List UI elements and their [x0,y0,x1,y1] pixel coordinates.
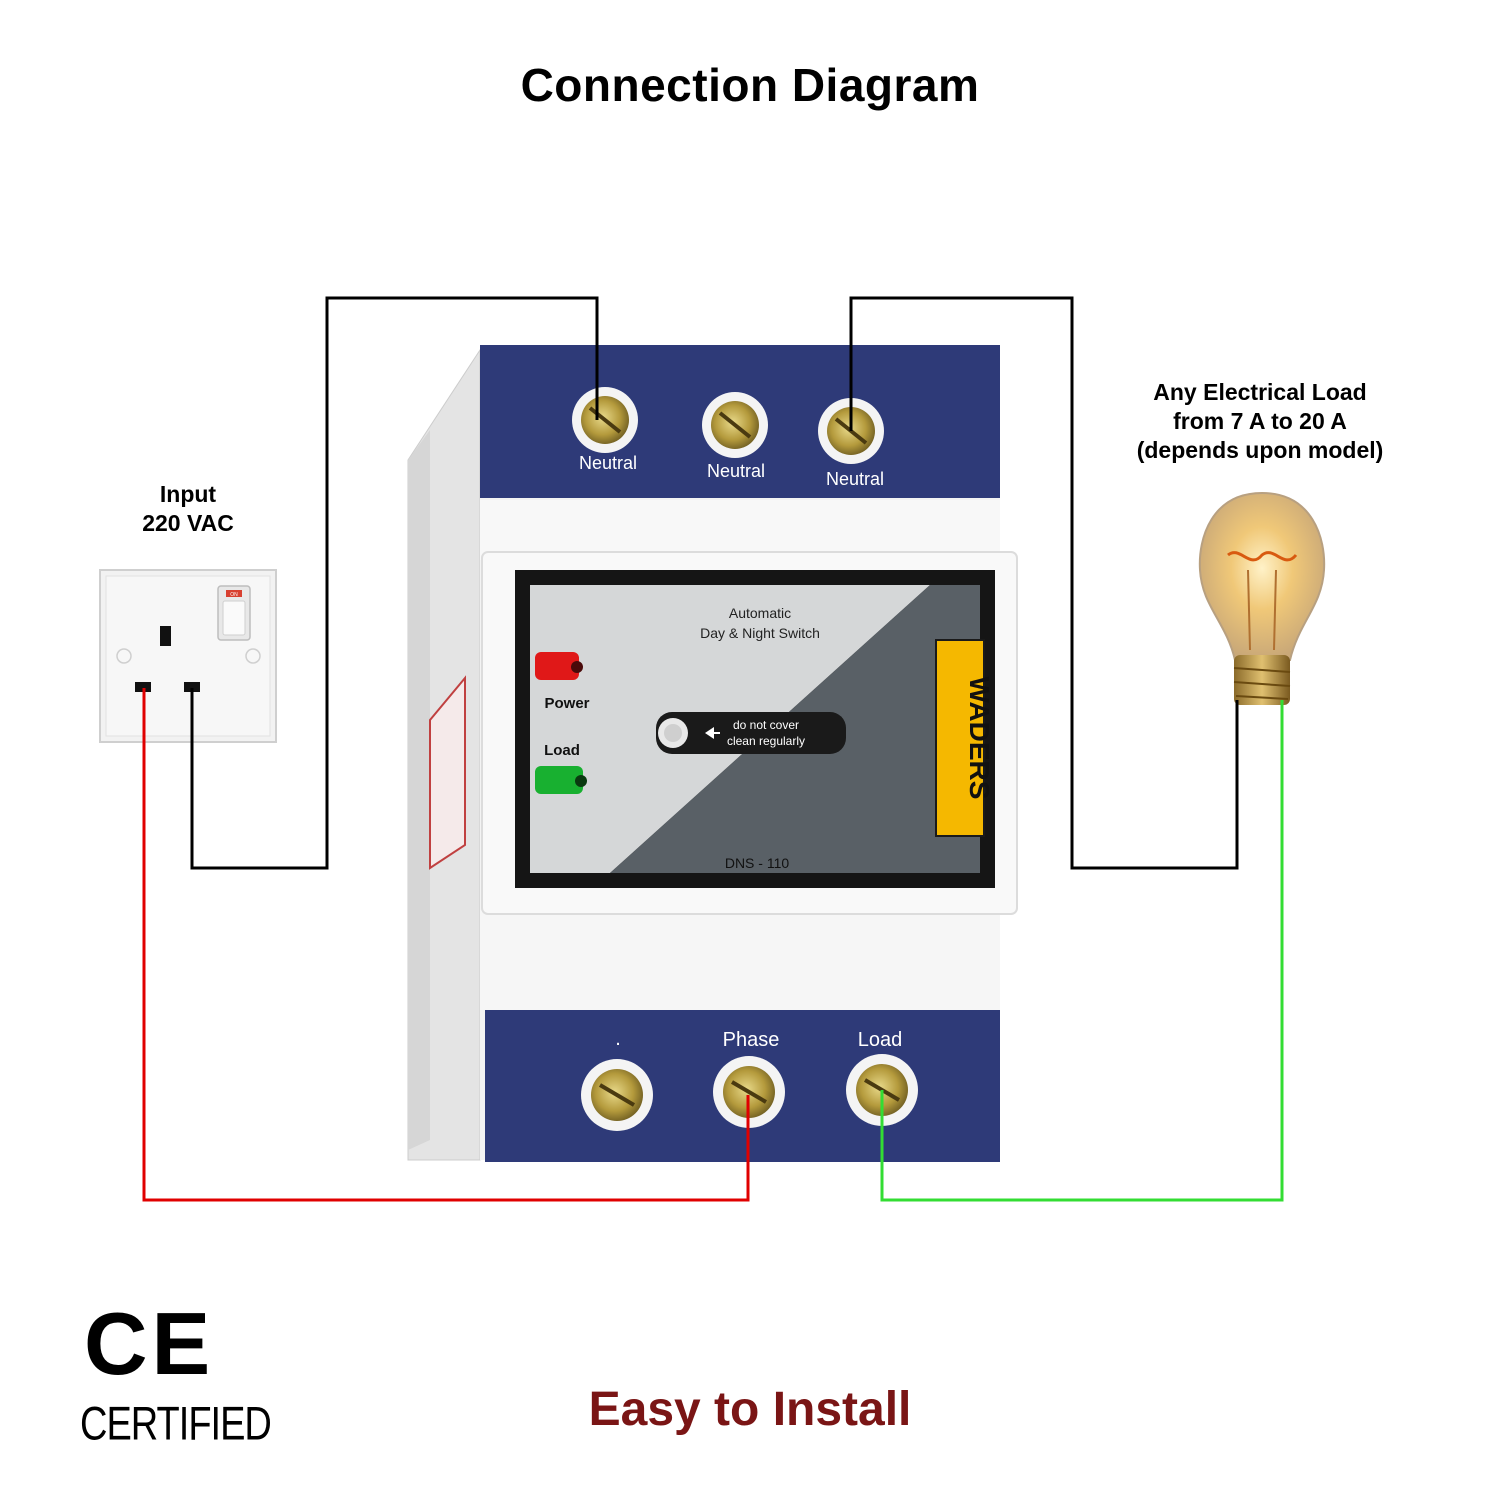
load-led [535,766,587,794]
footer-tagline: Easy to Install [588,1383,912,1436]
input-label-line2: 220 VAC [142,510,234,536]
wall-socket: ON [99,569,277,743]
bulb-base [1234,655,1290,705]
power-led-label: Power [544,695,589,712]
bottom-terminal-phase-label: Phase [723,1029,780,1051]
bottom-terminal-phase [713,1056,785,1128]
side-warning-sticker [429,675,466,870]
sensor-note-line2: clean regularly [727,734,805,748]
light-sensor [656,712,846,754]
load-label-line1: Any Electrical Load [1153,379,1367,405]
top-terminal-3-label: Neutral [826,469,884,489]
bottom-terminal-load-label: Load [858,1029,903,1051]
load-label-line3: (depends upon model) [1136,437,1384,463]
diagram-title: Connection Diagram [520,59,980,111]
certified-text: CERTIFIED [80,1398,272,1451]
socket-switch-label: ON [230,592,238,598]
top-terminal-2 [702,392,768,458]
neutral-wire-input [190,296,599,870]
top-terminal-1 [572,387,638,453]
brand-badge: WADERS [935,639,995,837]
socket-live-pin-hole [135,682,151,692]
light-bulb-icon [1198,491,1326,705]
phase-wire [142,688,750,1202]
socket-earth-pin-hole [160,626,171,646]
arrow-left-icon [705,727,714,739]
model-number: DNS - 110 [725,855,790,871]
sensor-note-line1: do not cover [733,718,799,732]
panel-title-line1: Automatic [729,605,791,621]
load-led-label: Load [544,742,580,759]
panel-title-line2: Day & Night Switch [700,625,820,641]
top-terminal-2-label: Neutral [707,461,765,481]
input-label-line1: Input [159,481,217,507]
top-terminal-1-label: Neutral [579,453,637,473]
load-label-line2: from 7 A to 20 A [1173,408,1347,434]
brand-name: WADERS [964,677,995,800]
socket-neutral-pin-hole [184,682,200,692]
power-led [535,652,583,680]
load-wire [880,700,1284,1202]
day-night-switch-device: Neutral Neutral Neutral . Phase Load Aut… [407,345,1018,1162]
ce-mark: CE [84,1294,215,1393]
bottom-terminal-1-label: . [615,1028,621,1050]
load-label: Any Electrical Load from 7 A to 20 A (de… [1090,378,1430,465]
neutral-wire-load [849,296,1239,870]
input-label: Input 220 VAC [88,480,288,538]
bottom-terminal-1 [581,1059,653,1131]
